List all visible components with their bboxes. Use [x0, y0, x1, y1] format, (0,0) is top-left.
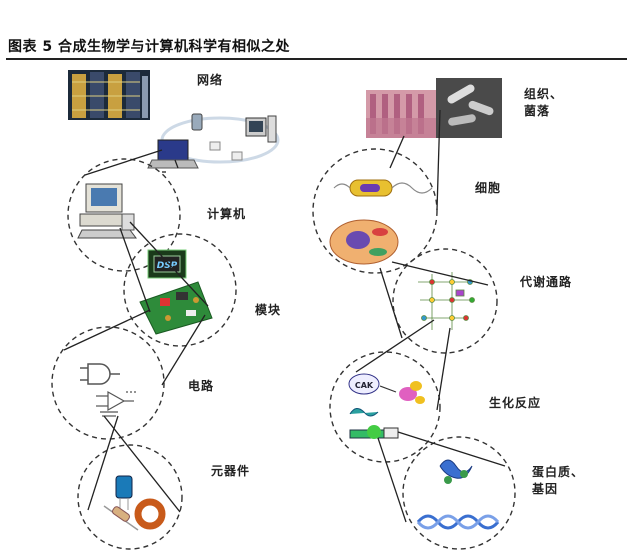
dsp-chip-image: [147, 249, 187, 279]
label-tissue-line2: 菌落: [524, 104, 551, 118]
server-racks-image: [68, 70, 150, 120]
label-computer: 计算机: [207, 207, 247, 221]
label-circuit: 电路: [188, 379, 215, 393]
label-components: 元器件: [211, 464, 251, 478]
pathway-circle: [392, 248, 498, 354]
metabolic-network-image: [418, 272, 475, 330]
pcb-board-image: [139, 281, 213, 335]
label-pathway: 代谢通路: [520, 275, 573, 289]
cell-circle: [312, 148, 438, 274]
label-protein-line1: 蛋白质、: [532, 465, 585, 479]
electronic-components-image: [103, 475, 166, 531]
logic-gate-symbol: [80, 363, 120, 385]
figure-title: 图表 5 合成生物学与计算机科学有相似之处: [8, 39, 290, 55]
circuit-circle: [51, 326, 165, 440]
module-circle: [123, 233, 237, 347]
network-topology-image: [147, 113, 280, 169]
title-rule: [6, 58, 627, 60]
protein-structure-image: [439, 459, 473, 484]
protein-gene-circle: [402, 436, 516, 550]
left-connectors: [63, 149, 209, 513]
bacterium-image: [333, 179, 433, 197]
label-protein-gene: 蛋白质、 基因: [532, 464, 584, 498]
enzyme-label: CAK: [355, 381, 374, 390]
colony-image: [436, 78, 502, 138]
label-network: 网络: [197, 73, 224, 87]
enzyme-image: [348, 373, 380, 395]
dna-helix-image: [416, 514, 500, 530]
reaction-circle: [329, 351, 441, 463]
dsp-chip-label: DSP: [157, 261, 178, 271]
label-protein-line2: 基因: [532, 482, 559, 496]
label-tissue-line1: 组织、: [524, 87, 564, 101]
label-reaction: 生化反应: [489, 396, 542, 410]
eukaryotic-cell-image: [329, 219, 399, 265]
protein-gene-complex-image: [349, 408, 399, 439]
tissue-image: [366, 90, 436, 138]
reaction-substrate-image: [379, 381, 425, 404]
label-module: 模块: [255, 303, 282, 317]
right-connectors: [355, 109, 506, 523]
computer-image: [77, 183, 137, 239]
computer-circle: [67, 158, 181, 272]
components-circle: [77, 444, 183, 550]
label-tissue: 组织、 菌落: [524, 86, 563, 120]
amplifier-symbol: [96, 390, 136, 417]
label-cell: 细胞: [475, 181, 502, 195]
